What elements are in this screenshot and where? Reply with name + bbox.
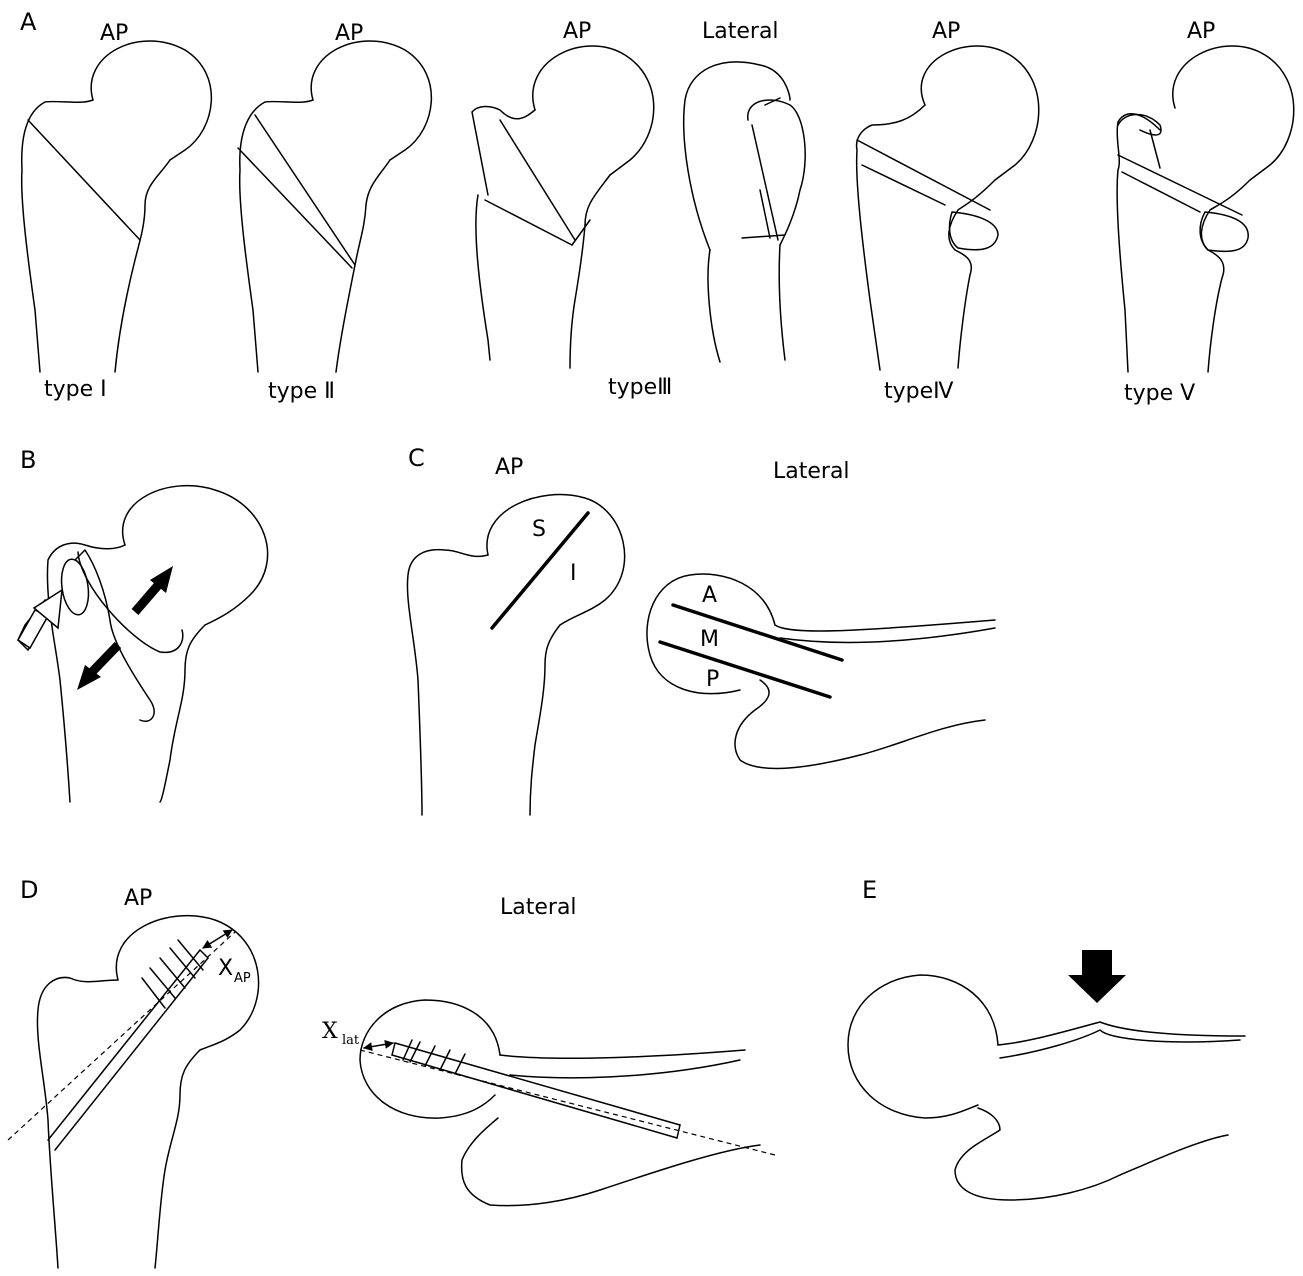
x-ap-main: X: [218, 956, 233, 981]
c-zone-m: M: [700, 627, 719, 652]
femur-type-3-ap: [472, 46, 654, 368]
type-label-4: typeⅣ: [884, 379, 954, 404]
c-zone-i: I: [570, 561, 577, 586]
panel-b-letter: B: [20, 446, 36, 474]
panel-e: E: [848, 876, 1245, 1200]
femur-type-4: [857, 46, 1039, 370]
type-label-2: type Ⅱ: [268, 379, 335, 404]
type-label-3: typeⅢ: [608, 375, 672, 400]
x-ap-sub: AP: [234, 971, 251, 986]
femur-type-1: [22, 41, 212, 372]
femur-type-3-lateral: [684, 62, 805, 362]
panel-d-letter: D: [20, 876, 38, 904]
type-label-5: type Ⅴ: [1124, 381, 1195, 406]
panel-d: D AP Lateral X AP X lat: [8, 876, 775, 1268]
panel-b: B: [18, 446, 268, 802]
view-label-a3: AP: [563, 19, 591, 44]
c-zone-p: P: [706, 667, 719, 692]
femur-type-2: [238, 41, 431, 372]
x-lat-sub: lat: [342, 1033, 360, 1048]
view-label-a4: AP: [932, 19, 960, 44]
compression-arrow-icon: [1068, 950, 1126, 1003]
c-ap-label: AP: [495, 455, 523, 480]
c-lateral-label: Lateral: [773, 459, 850, 484]
panel-a: A AP AP AP Lateral AP AP type Ⅰ type Ⅱ t…: [20, 8, 1294, 406]
x-lat-main: X: [322, 1019, 338, 1044]
view-label-a1: AP: [100, 21, 128, 46]
d-lateral-label: Lateral: [500, 895, 577, 920]
c-zone-s: S: [532, 517, 546, 542]
femur-type-5: [1117, 46, 1294, 372]
panel-e-letter: E: [862, 876, 877, 904]
view-label-a3-lateral: Lateral: [702, 19, 779, 44]
panel-c: C AP Lateral S I A M P: [407, 444, 995, 815]
d-ap-label: AP: [124, 886, 152, 911]
type-label-1: type Ⅰ: [44, 377, 107, 402]
c-zone-a: A: [702, 583, 717, 608]
panel-c-letter: C: [408, 444, 425, 472]
panel-a-letter: A: [20, 8, 37, 36]
view-label-a5: AP: [1187, 19, 1215, 44]
